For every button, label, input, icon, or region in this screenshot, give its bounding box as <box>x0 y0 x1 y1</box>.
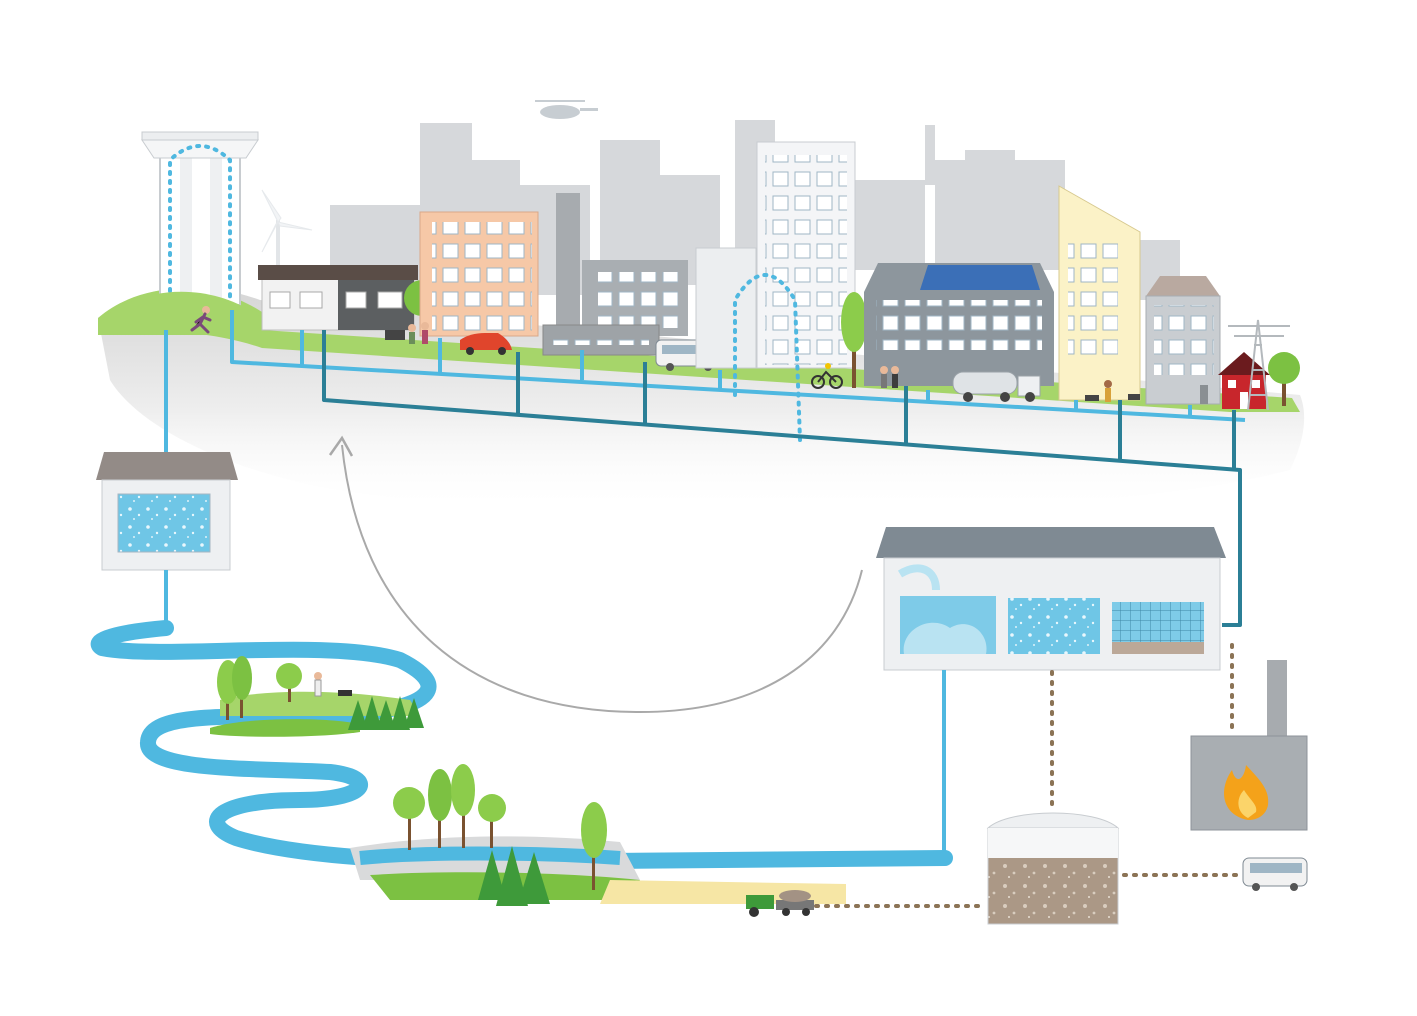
apartment-block-orange <box>419 211 539 337</box>
cycle-arrow-icon <box>328 435 863 714</box>
cream-building <box>1058 185 1141 401</box>
grey-apartment <box>1145 276 1221 405</box>
pine-forest <box>478 846 550 906</box>
water-tower-icon <box>141 131 259 306</box>
row-houses <box>258 265 418 331</box>
wind-turbine-icon <box>261 189 313 300</box>
factory-building <box>542 193 688 356</box>
pine-forest <box>348 696 424 730</box>
pedestrians-icon <box>385 322 429 344</box>
tree-icon <box>841 292 867 388</box>
helicopter-icon <box>535 100 598 119</box>
sludge-transport-lines <box>814 643 1242 908</box>
tree-icon <box>1268 352 1300 406</box>
car-icon <box>460 333 512 355</box>
cyclist-icon <box>811 363 843 389</box>
sludge-digester-icon <box>986 812 1120 925</box>
forest-upper <box>210 656 424 737</box>
incinerator-flame-icon <box>1190 660 1308 831</box>
tall-office-building <box>695 141 856 442</box>
bus-icon <box>1242 857 1308 891</box>
power-pylon-icon <box>1228 319 1290 411</box>
forest-lower <box>350 764 846 906</box>
person-walking-dog-icon <box>314 672 352 697</box>
pedestrians-icon <box>1085 380 1140 402</box>
pedestrians-icon <box>880 366 899 388</box>
person-running-icon <box>190 306 212 334</box>
tree-icon <box>393 764 607 890</box>
tractor-icon <box>746 890 814 917</box>
tanker-truck-icon <box>952 371 1041 402</box>
wastewater-treatment-plant-icon <box>876 527 1226 671</box>
waterworks-icon <box>96 452 238 571</box>
sewer-pipes <box>322 330 1242 627</box>
tower-hill <box>98 291 262 335</box>
tree-icon <box>217 656 302 720</box>
